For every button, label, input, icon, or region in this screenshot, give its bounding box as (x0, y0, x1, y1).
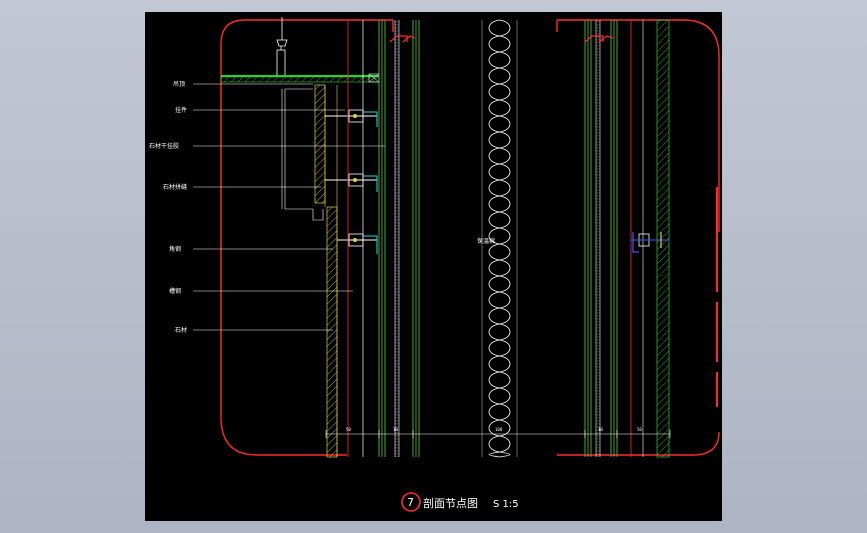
label-stone: 石材 (175, 326, 187, 334)
dimension-line (325, 430, 671, 438)
ceiling-hanger (276, 17, 288, 77)
dimension-text: 50 (346, 427, 351, 432)
title-number-circle (401, 492, 421, 512)
drawing-title: 7 剖面节点图 S 1:5 (401, 492, 519, 512)
joint-dimension (281, 88, 324, 221)
label-angle-steel: 角钢 (169, 245, 181, 253)
label-insulation: 保温棉 (477, 237, 495, 245)
title-text: 剖面节点图 (423, 496, 478, 510)
title-scale: S 1:5 (493, 499, 519, 510)
hanger-1 (325, 109, 378, 127)
stone-panel (314, 84, 338, 458)
hanger-3 (337, 233, 378, 254)
label-adhesive: 石材干挂胶 (149, 142, 179, 150)
dimension-text: 10 (393, 427, 398, 432)
wall-layers-left (347, 20, 420, 457)
label-channel-steel: 槽钢 (169, 287, 181, 295)
dimension-text: 50 (637, 427, 642, 432)
hanger-2 (325, 173, 378, 192)
section-drawing: 吊顶 挂件 石材干挂胶 石材拼缝 角钢 槽钢 石材 保温棉 50 10 100 … (149, 17, 720, 512)
dimension-text: 10 (598, 427, 603, 432)
cad-viewport[interactable]: 吊顶 挂件 石材干挂胶 石材拼缝 角钢 槽钢 石材 保温棉 50 10 100 … (145, 12, 722, 521)
dimension-text: 100 (495, 427, 503, 432)
title-number: 7 (407, 496, 414, 509)
dimension-texts: 50 10 100 10 50 (346, 427, 642, 432)
leader-lines (193, 83, 385, 331)
label-ceiling: 吊顶 (173, 81, 185, 88)
label-group: 吊顶 挂件 石材干挂胶 石材拼缝 角钢 槽钢 石材 保温棉 (149, 81, 495, 334)
insulation-cotton (481, 19, 518, 458)
right-bracket (631, 232, 669, 253)
hanger-brackets (325, 109, 378, 254)
label-hanger: 挂件 (175, 106, 187, 114)
wall-layers-right (584, 19, 670, 458)
frame-outline (220, 19, 720, 456)
ceiling-board (220, 73, 380, 83)
label-stone-joint: 石材拼缝 (163, 183, 187, 191)
